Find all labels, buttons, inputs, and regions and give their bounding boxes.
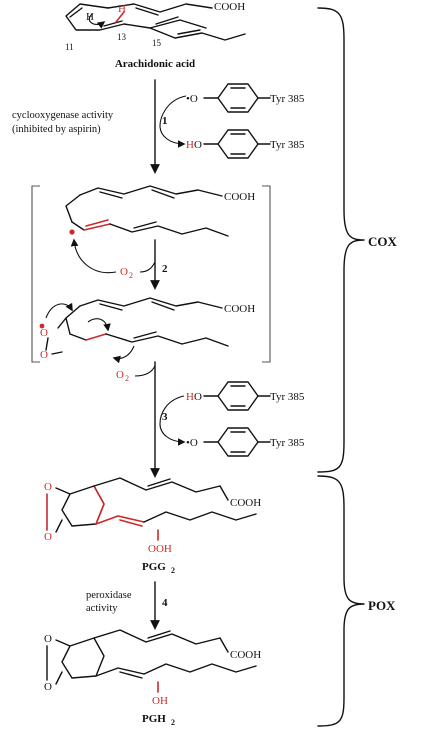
- pox-label: POX: [368, 598, 396, 613]
- endoperoxide-radical-intermediate: O O COOH: [39, 297, 255, 364]
- cox-activity-line1: cyclooxygenase activity: [12, 110, 114, 121]
- tyr-ho-h-1: H: [186, 139, 194, 151]
- o2-a-label: O: [120, 266, 128, 278]
- carbon-radical-intermediate: COOH O 2: [65, 185, 255, 280]
- endo-o-top: O: [40, 327, 48, 339]
- pgh2-oh: OH: [152, 695, 168, 707]
- tyr385-ho-second: H O Tyr 385: [186, 129, 305, 159]
- pgh2-o-top: O: [44, 633, 52, 645]
- arachidonic-cooh: COOH: [214, 1, 245, 13]
- endo-cooh: COOH: [224, 303, 255, 315]
- tyr385-radical-top: •O Tyr 385: [186, 83, 305, 113]
- tyr385-ho-third: H O Tyr 385: [186, 381, 305, 411]
- tyr-label-1: Tyr 385: [270, 93, 305, 105]
- o2-b-subscript: 2: [125, 374, 129, 383]
- tyr-radical-o: •O: [186, 93, 198, 105]
- step-2-label: 2: [162, 263, 168, 275]
- pox-activity-line2: activity: [86, 603, 118, 614]
- cox-brace: [317, 7, 365, 473]
- tyr-radical-o-2: •O: [186, 437, 198, 449]
- carbon-13-label: 13: [117, 32, 127, 42]
- tyr-ho-o-1: O: [194, 139, 202, 151]
- o2-a-subscript: 2: [129, 271, 133, 280]
- arachidonic-acid-structure: H H 11 13 15 COOH Arachidonic acid: [65, 1, 246, 70]
- pgh2-structure: O O COOH OH PGH 2: [44, 629, 261, 727]
- tyr-label-3: Tyr 385: [270, 391, 305, 403]
- step-3-label: 3: [162, 411, 168, 423]
- tyr-label-2: Tyr 385: [270, 139, 305, 151]
- radical-cooh: COOH: [224, 191, 255, 203]
- bracket-left: [31, 185, 40, 363]
- bracket-right: [262, 185, 271, 363]
- carbon-11-label: 11: [65, 42, 74, 52]
- pgg2-subscript: 2: [171, 566, 175, 575]
- pgh2-subscript: 2: [171, 718, 175, 727]
- pgg2-ooh: OOH: [148, 543, 172, 555]
- pgh2-cooh: COOH: [230, 649, 261, 661]
- pgh2-name: PGH: [142, 713, 166, 725]
- pgg2-o-top: O: [44, 481, 52, 493]
- tyr-label-4: Tyr 385: [270, 437, 305, 449]
- pgg2-cooh: COOH: [230, 497, 261, 509]
- carbon-15-label: 15: [152, 38, 162, 48]
- pgg2-o-bottom: O: [44, 531, 52, 543]
- pox-brace: [317, 475, 365, 727]
- tyr-ho-o-2: O: [194, 391, 202, 403]
- pgg2-structure: O O COOH OOH PGG 2: [44, 477, 261, 575]
- tyr-ho-h-2: H: [186, 391, 194, 403]
- pgg2-name: PGG: [142, 561, 166, 573]
- pox-activity-line1: peroxidase: [86, 590, 132, 601]
- step-4-label: 4: [162, 597, 168, 609]
- h-right-label: H: [118, 3, 126, 15]
- pgh2-o-bottom: O: [44, 681, 52, 693]
- cox-activity-line2: (inhibited by aspirin): [12, 124, 101, 135]
- cox-label: COX: [368, 234, 398, 249]
- arachidonic-acid-name: Arachidonic acid: [115, 58, 195, 70]
- tyr385-radical-bottom: •O Tyr 385: [186, 427, 305, 457]
- o2-b-label: O: [116, 369, 124, 381]
- step-1-label: 1: [162, 115, 168, 127]
- h-left-label: H: [86, 11, 94, 23]
- endo-o-bottom: O: [40, 349, 48, 361]
